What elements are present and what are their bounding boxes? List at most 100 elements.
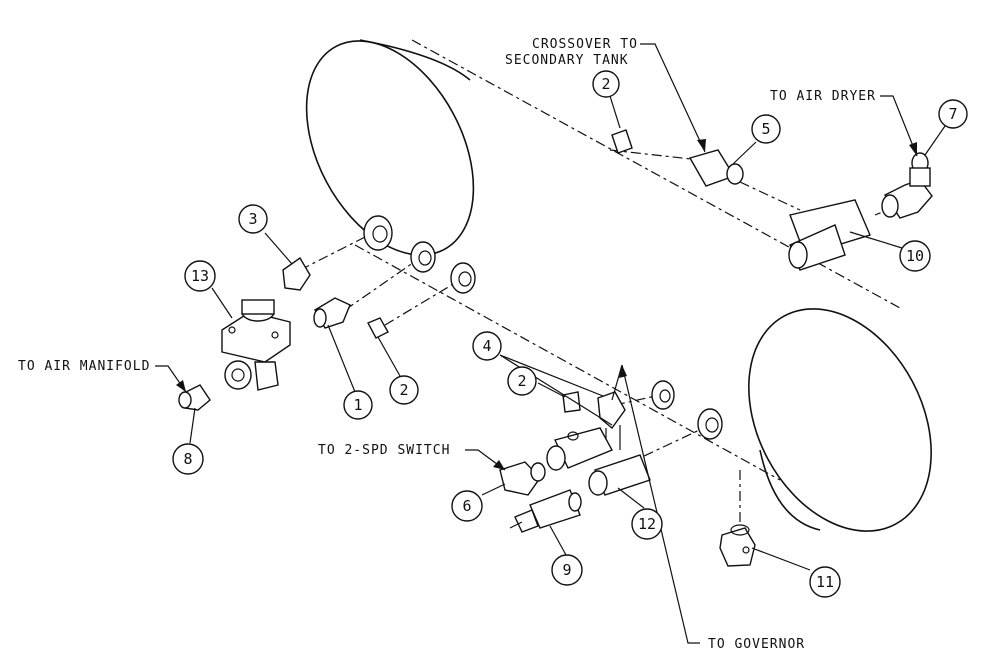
switch-9-end <box>568 492 582 512</box>
valve-13-neck <box>241 299 275 315</box>
callout-labels: CROSSOVER TO SECONDARY TANK TO AIR DRYER… <box>18 37 875 652</box>
leader-10 <box>849 231 903 249</box>
balloon-6: 6 <box>451 490 483 522</box>
balloon-8: 8 <box>172 443 204 475</box>
switch-9-tip <box>514 509 539 533</box>
leader-3 <box>264 232 293 265</box>
tee-12-port <box>588 470 608 496</box>
port-e <box>697 408 723 440</box>
port-d-inner <box>659 389 671 403</box>
port-c-inner <box>458 271 472 287</box>
tank-left-end <box>305 40 475 256</box>
governor-arrow <box>619 365 627 378</box>
crossover-leader <box>640 43 706 153</box>
balloon-13: 13 <box>184 260 216 292</box>
drain-valve-11-hole <box>742 546 750 554</box>
tank-ports <box>363 215 723 440</box>
elbow-6 <box>499 461 541 496</box>
parts <box>178 129 933 567</box>
elbow-6-port <box>530 462 546 482</box>
leader-13 <box>211 287 233 319</box>
valve-13-bolt-b <box>271 331 279 339</box>
svg-text:5: 5 <box>761 120 770 138</box>
tank-right-rim <box>759 449 821 531</box>
assembly-lines <box>299 149 901 525</box>
elbow-4 <box>597 391 626 430</box>
balloon-1: 1 <box>343 390 373 420</box>
crossover-label-line2: SECONDARY TANK <box>505 53 629 68</box>
balloon-4: 4 <box>472 331 502 361</box>
air-manifold-label: TO AIR MANIFOLD <box>18 359 150 374</box>
valve-13 <box>221 299 291 391</box>
svg-text:2: 2 <box>601 75 610 93</box>
switch-9-pin <box>509 521 523 529</box>
line-plug-3 <box>299 231 376 271</box>
governor-label: TO GOVERNOR <box>708 637 805 652</box>
line-plug-2 <box>384 279 461 326</box>
valve-13-bolt-a <box>228 326 236 334</box>
switch-9-body <box>529 489 581 529</box>
air-manifold-arrow <box>176 380 186 392</box>
balloon-2-top: 2 <box>592 70 620 98</box>
svg-text:2: 2 <box>517 372 526 390</box>
leader-4a <box>499 354 604 397</box>
crossover-fitting-end <box>726 163 744 185</box>
svg-text:6: 6 <box>462 497 471 515</box>
fitting-1-end <box>313 308 327 328</box>
svg-text:7: 7 <box>948 105 957 123</box>
port-b <box>410 241 436 273</box>
balloon-5: 5 <box>751 114 781 144</box>
balloon-10: 10 <box>899 240 931 272</box>
tee-upper-port <box>546 445 566 471</box>
svg-text:2: 2 <box>399 381 408 399</box>
svg-text:12: 12 <box>638 515 656 533</box>
leader-12 <box>617 487 645 509</box>
valve-13-port <box>224 360 252 390</box>
leader-4b <box>499 354 613 426</box>
leader-7 <box>924 125 946 156</box>
svg-text:11: 11 <box>816 573 834 591</box>
line-elbow-4 <box>614 394 661 406</box>
plug-lower <box>562 391 581 413</box>
svg-text:10: 10 <box>906 247 924 265</box>
tank-left-rim <box>359 39 471 81</box>
air-dryer-leader <box>880 95 918 157</box>
valve-13-port-inner <box>231 368 245 382</box>
balloon-11: 11 <box>809 566 841 598</box>
svg-text:3: 3 <box>248 210 257 228</box>
line-plug-top <box>609 149 701 161</box>
balloon-3: 3 <box>238 204 268 234</box>
leader-1 <box>327 324 356 393</box>
leader-6 <box>481 483 506 496</box>
governor-leader-b <box>611 364 623 401</box>
tank-right-end <box>748 308 932 532</box>
port-d <box>651 380 675 410</box>
plug-top <box>611 129 633 154</box>
elbow-7-neck <box>909 167 931 187</box>
plug-mid <box>367 317 389 339</box>
balloons: 2 5 7 10 3 13 1 2 <box>172 70 968 598</box>
balloon-2-lower: 2 <box>507 366 537 396</box>
leader-2c <box>537 382 566 398</box>
governor-leader <box>621 364 700 644</box>
port-c <box>450 262 476 294</box>
svg-text:13: 13 <box>191 267 209 285</box>
leaders <box>189 95 946 571</box>
elbow-8-end <box>178 391 192 409</box>
air-dryer-arrow <box>909 142 917 156</box>
tank-top-edge <box>411 39 901 309</box>
elbow-7-port <box>881 194 899 218</box>
balloon-12: 12 <box>631 508 663 540</box>
plug-3 <box>282 256 311 291</box>
tee-10-port <box>788 241 808 269</box>
balloon-2-mid: 2 <box>389 375 419 405</box>
crossover-arrow <box>697 139 706 152</box>
two-spd-switch-label: TO 2-SPD SWITCH <box>318 443 450 458</box>
port-e-inner <box>705 417 719 433</box>
tee-upper-top <box>567 431 579 441</box>
port-a-inner <box>372 225 388 243</box>
crossover-fitting <box>688 149 736 187</box>
callout-leaders <box>155 43 918 644</box>
